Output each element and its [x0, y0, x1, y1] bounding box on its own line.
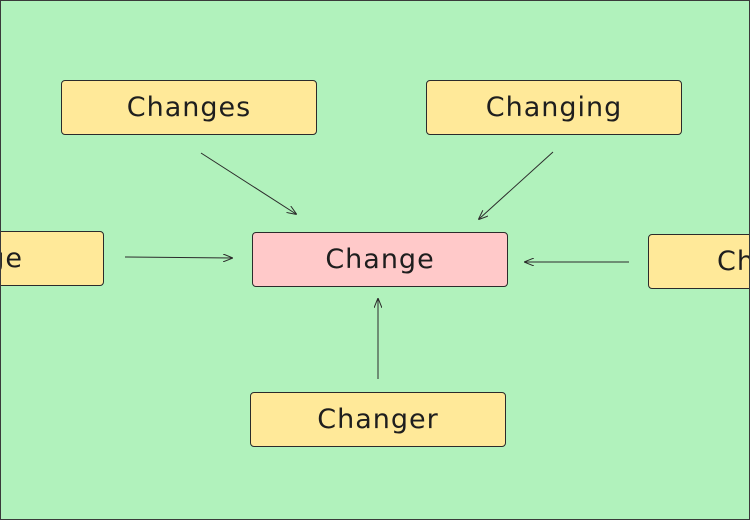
node-left-partial-label: ge: [1, 243, 23, 274]
edge-changes-to-change: [200, 152, 296, 214]
node-changes[interactable]: Changes: [61, 80, 317, 135]
node-right-partial[interactable]: Ch: [648, 234, 749, 289]
node-right-partial-label: Ch: [717, 246, 749, 277]
node-left-partial[interactable]: ge: [1, 231, 104, 286]
node-changing[interactable]: Changing: [426, 80, 682, 135]
node-change-center[interactable]: Change: [252, 232, 508, 287]
node-changing-label: Changing: [485, 92, 623, 123]
node-changer[interactable]: Changer: [250, 392, 506, 447]
edge-changing-to-change: [479, 151, 554, 219]
edge-left-to-change: [124, 257, 232, 258]
node-change-label: Change: [325, 244, 435, 275]
node-changer-label: Changer: [317, 404, 439, 435]
node-changes-label: Changes: [126, 92, 252, 123]
